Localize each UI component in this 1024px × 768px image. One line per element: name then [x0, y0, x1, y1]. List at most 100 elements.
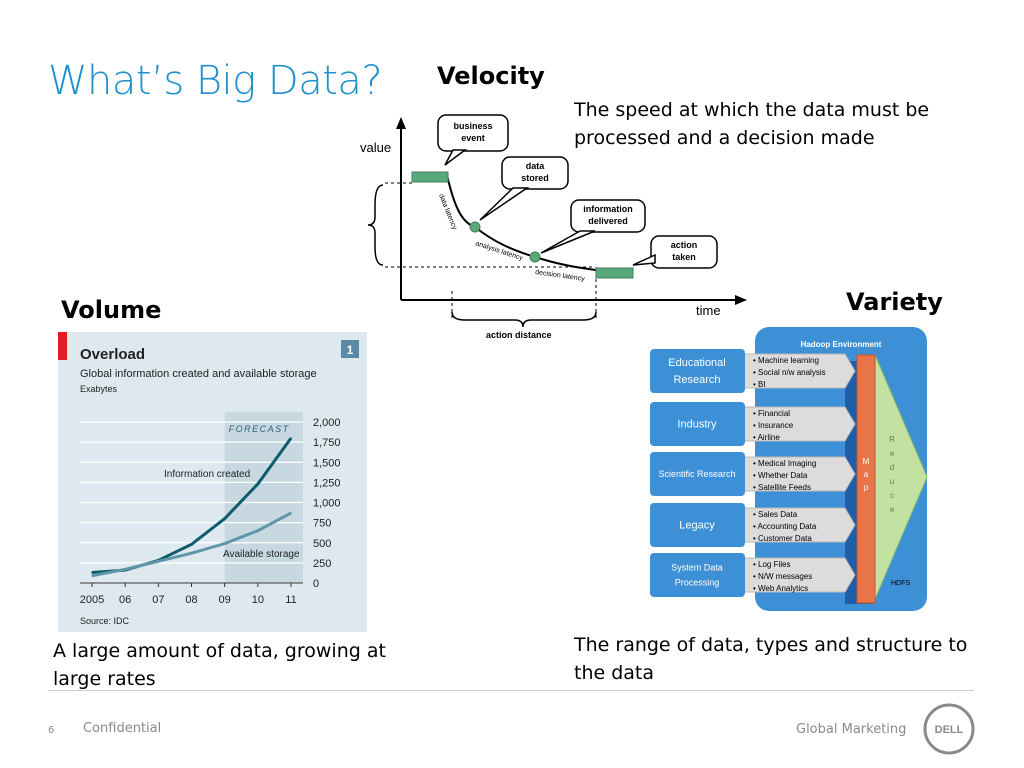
data-point: [190, 552, 193, 555]
footer-divider: [48, 690, 974, 691]
svg-text:delivered: delivered: [588, 216, 628, 226]
source-label: Research: [673, 374, 720, 386]
data-point: [257, 529, 259, 532]
data-point: [91, 574, 93, 577]
source-item: • Airline: [753, 433, 780, 442]
map-column: [856, 354, 876, 604]
chart-unit: Exabytes: [80, 384, 118, 394]
y-tick-label: 250: [313, 558, 331, 570]
source-label: Legacy: [679, 520, 715, 532]
velocity-heading: Velocity: [437, 62, 545, 90]
volume-heading: Volume: [61, 296, 162, 324]
dell-logo: DELL: [923, 703, 975, 755]
source-item: • Medical Imaging: [753, 459, 816, 468]
slide-title: What’s Big Data?: [48, 58, 383, 104]
source-item: • Sales Data: [753, 510, 798, 519]
source-box: [650, 503, 745, 547]
source-label: Scientific Research: [658, 469, 735, 479]
source-box: [650, 402, 745, 446]
badge-text: 1: [347, 343, 354, 357]
source-label: Processing: [675, 578, 720, 588]
data-point: [290, 437, 292, 439]
data-point: [223, 542, 226, 545]
variety-description: The range of data, types and structure t…: [574, 634, 968, 684]
callout-data-stored: data stored: [479, 156, 569, 221]
data-point: [257, 483, 259, 485]
source-item: • Whether Data: [753, 471, 808, 480]
red-tag: [58, 332, 67, 360]
svg-text:event: event: [461, 133, 485, 143]
data-point: [157, 560, 160, 563]
series-label-available-storage: Available storage: [223, 549, 300, 560]
y-tick-label: 1,250: [313, 477, 341, 489]
data-stored-point: [469, 221, 481, 233]
x-tick-label: 07: [152, 594, 164, 606]
forecast-label: FORECAST: [229, 424, 290, 434]
reduce-letter: c: [890, 491, 894, 500]
source-row: Industry• Financial• Insurance• Airline: [650, 402, 856, 446]
data-point: [124, 568, 126, 571]
velocity-description: The speed at which the data must be proc…: [574, 99, 930, 149]
action-distance-brace: [451, 311, 597, 328]
x-tick-label: 09: [219, 594, 231, 606]
source-label: Industry: [677, 419, 717, 431]
source-row: Legacy• Sales Data• Accounting Data• Cus…: [650, 503, 856, 547]
source-label: System Data: [671, 563, 723, 573]
source-item: • Social n/w analysis: [753, 368, 826, 377]
chart-title: Overload: [80, 346, 145, 363]
x-tick-label: 08: [185, 594, 197, 606]
data-point: [91, 571, 93, 574]
map-letter: p: [864, 483, 869, 492]
y-tick-label: 1,750: [313, 437, 341, 449]
decision-latency-label: decision latency: [535, 269, 586, 283]
data-point: [190, 543, 193, 546]
x-tick-label: 10: [252, 594, 264, 606]
map-label: Map: [863, 457, 870, 492]
reduce-letter: d: [890, 463, 894, 472]
badge-box: [341, 340, 359, 358]
source-item: • BI: [753, 380, 766, 389]
svg-text:business: business: [453, 121, 492, 131]
map-letter: M: [863, 457, 870, 466]
source-item: • Log Files: [753, 560, 790, 569]
x-tick-label: 2005: [80, 594, 104, 606]
y-axis-label: value: [360, 140, 391, 155]
department-label: Global Marketing: [796, 722, 907, 737]
y-tick-label: 500: [313, 538, 331, 550]
y-tick-label: 1,500: [313, 457, 341, 469]
reduce-letter: e: [890, 505, 895, 514]
source-item: • Customer Data: [753, 534, 812, 543]
x-tick-label: 11: [285, 594, 296, 606]
callout-business-event: business event: [437, 114, 509, 166]
svg-text:stored: stored: [521, 173, 549, 183]
page-number: 6: [48, 725, 55, 736]
source-label: Educational: [668, 357, 726, 369]
series-label-information-created: Information created: [164, 469, 250, 480]
business-event-marker: [411, 171, 449, 183]
callout-information-delivered: information delivered: [540, 199, 646, 254]
data-point: [290, 512, 292, 514]
source-item: • Insurance: [753, 421, 794, 430]
value-curve: [446, 174, 604, 272]
volume-chart: 1 Overload Global information created an…: [58, 332, 367, 632]
source-item: • Machine learning: [753, 356, 819, 365]
svg-text:action: action: [671, 240, 698, 250]
reduce-letter: e: [890, 449, 895, 458]
callout-action-taken: action taken: [632, 235, 718, 269]
velocity-diagram: value time action distance data latency …: [360, 114, 747, 340]
reduce-letter: u: [890, 477, 894, 486]
data-point: [223, 517, 226, 520]
reduce-letter: R: [889, 435, 895, 444]
source-box: [650, 349, 745, 393]
x-axis-label: time: [696, 303, 721, 318]
chart-source: Source: IDC: [80, 616, 130, 626]
svg-text:taken: taken: [672, 252, 696, 262]
svg-text:data: data: [526, 161, 546, 171]
information-delivered-point: [529, 251, 541, 263]
